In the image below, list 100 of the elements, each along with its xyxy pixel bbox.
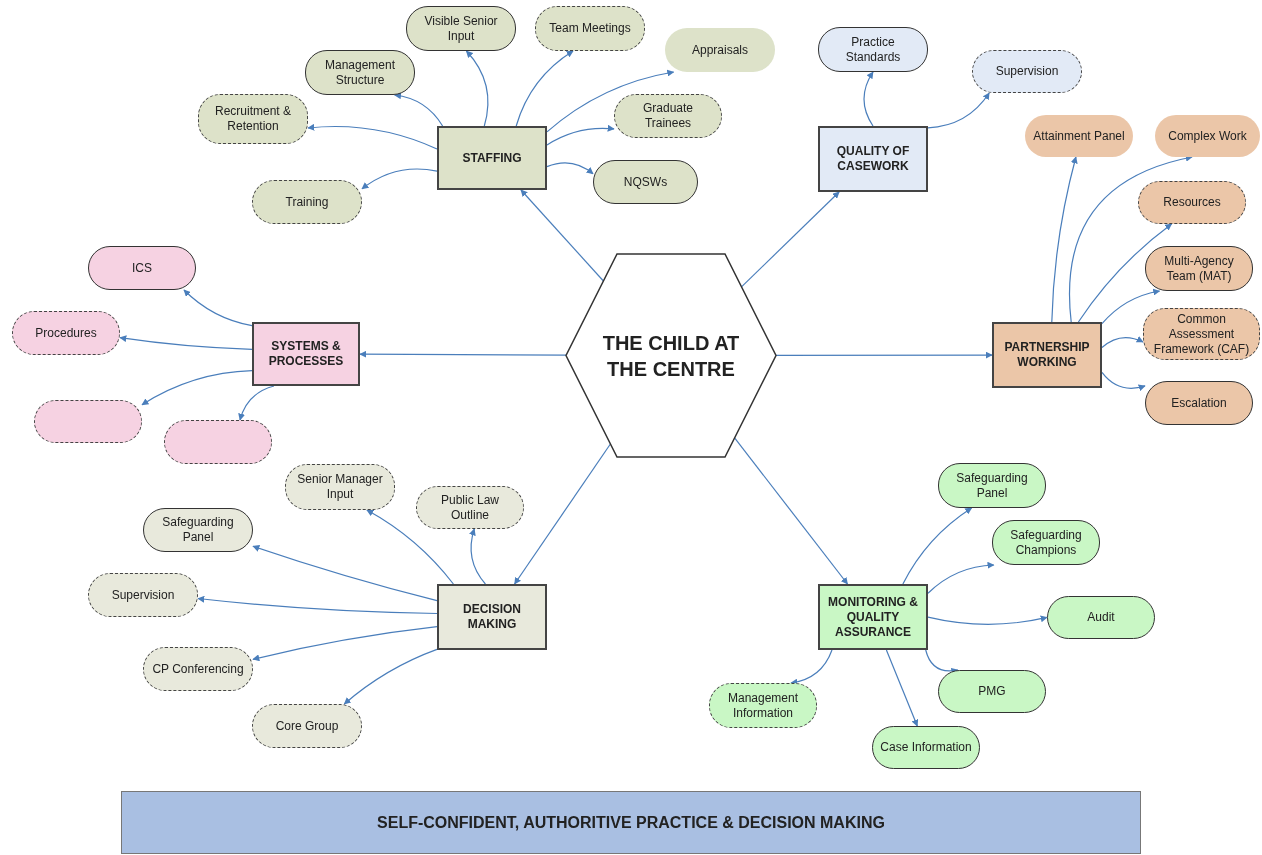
- node-label: NQSWs: [623, 174, 668, 190]
- arrow: [515, 50, 574, 127]
- rounded-node: [593, 160, 698, 204]
- arrow: [1077, 223, 1173, 323]
- rounded-node: [938, 463, 1046, 508]
- node-label: Training: [285, 194, 329, 210]
- node-label: Practice Standards: [844, 34, 902, 65]
- node-label: Team Meetings: [549, 21, 631, 36]
- arrow: [927, 561, 995, 594]
- rounded-node: [305, 50, 415, 95]
- arrow: [902, 507, 973, 585]
- arrow: [361, 168, 438, 190]
- topic-label: MONITORING & QUALITY ASSURANCE: [827, 594, 919, 640]
- node-label: Management Structure: [323, 57, 396, 88]
- arrow: [183, 289, 253, 327]
- arrow: [359, 350, 567, 358]
- rounded-node: [1047, 596, 1155, 639]
- node-label: Attainment Panel: [1033, 128, 1125, 144]
- arrow: [252, 626, 438, 662]
- node-label: Senior Manager Input: [296, 472, 384, 502]
- rounded-node: [1025, 115, 1133, 157]
- arrow: [141, 370, 253, 406]
- rounded-node: [143, 508, 253, 552]
- arrow: [238, 385, 275, 421]
- arrow: [925, 649, 959, 675]
- arrow: [740, 191, 840, 288]
- node-label: Supervision: [111, 587, 175, 603]
- arrow: [885, 649, 919, 727]
- topic-box: [437, 584, 547, 650]
- rounded-node: [872, 726, 980, 769]
- arrow: [465, 50, 489, 127]
- rounded-node: [1145, 381, 1253, 425]
- topic-label: SYSTEMS & PROCESSES: [267, 339, 345, 369]
- arrow: [1101, 371, 1146, 391]
- rounded-node: [88, 573, 198, 617]
- node-label: Supervision: [995, 64, 1059, 79]
- arrow: [863, 71, 874, 127]
- node-label: Management Information: [726, 690, 799, 721]
- topic-label: THE CHILD AT THE CENTRE: [601, 330, 741, 382]
- rounded-node: [1155, 115, 1260, 157]
- node-label: Graduate Trainees: [641, 101, 694, 131]
- arrow: [1051, 156, 1078, 323]
- arrow: [343, 648, 438, 705]
- empty-rounded-node: [34, 400, 142, 443]
- node-label: Recruitment & Retention: [214, 104, 292, 134]
- node-label: Safeguarding Panel: [161, 515, 235, 545]
- topic-box: [437, 126, 547, 190]
- topic-box: [818, 126, 928, 192]
- node-label: Public Law Outline: [440, 492, 500, 523]
- arrow: [394, 92, 444, 127]
- rounded-node: [665, 28, 775, 72]
- rounded-node: [535, 6, 645, 51]
- arrow: [119, 335, 253, 350]
- rounded-node: [416, 486, 524, 529]
- arrow: [546, 162, 594, 175]
- rounded-node: [252, 704, 362, 748]
- arrow: [469, 528, 486, 585]
- node-label: Audit: [1087, 610, 1115, 625]
- arrow: [546, 69, 675, 133]
- arrow: [520, 189, 604, 282]
- arrow: [775, 351, 993, 359]
- arrow: [514, 443, 611, 585]
- rounded-node: [972, 50, 1082, 93]
- rounded-node: [818, 27, 928, 72]
- arrow: [1101, 288, 1161, 325]
- arrow: [927, 615, 1048, 625]
- node-label: ICS: [132, 260, 152, 276]
- banner-text: SELF-CONFIDENT, AUTHORITIVE PRACTICE & DECISION MAKING: [377, 812, 885, 833]
- arrow: [1101, 336, 1144, 349]
- rounded-node: [992, 520, 1100, 565]
- rounded-node: [1145, 246, 1253, 291]
- node-label: Case Information: [880, 740, 972, 755]
- arrow: [1068, 155, 1193, 323]
- arrow: [546, 124, 615, 146]
- topic-box: [252, 322, 360, 386]
- node-label: Complex Work: [1168, 128, 1247, 144]
- node-label: Escalation: [1171, 395, 1227, 411]
- topic-box: [818, 584, 928, 650]
- node-label: Multi-Agency Team (MAT): [1163, 253, 1235, 284]
- rounded-node: [88, 246, 196, 290]
- node-label: Safeguarding Champions: [1009, 527, 1083, 558]
- arrow: [366, 509, 454, 585]
- empty-rounded-node: [164, 420, 272, 464]
- banner-box: [121, 791, 1141, 854]
- node-label: Core Group: [275, 718, 339, 734]
- node-label: Appraisals: [692, 42, 748, 58]
- topic-label: STAFFING: [462, 150, 522, 166]
- arrow: [927, 92, 990, 129]
- rounded-node: [1143, 308, 1260, 360]
- node-label: Safeguarding Panel: [955, 470, 1029, 501]
- arrow: [252, 545, 438, 602]
- topic-box: [992, 322, 1102, 388]
- arrow: [734, 437, 849, 585]
- rounded-node: [406, 6, 516, 51]
- topic-label: QUALITY OF CASEWORK: [835, 144, 911, 174]
- arrow: [197, 595, 438, 615]
- node-label: CP Conferencing: [152, 661, 244, 677]
- rounded-node: [938, 670, 1046, 713]
- rounded-node: [12, 311, 120, 355]
- hexagon-node: [565, 253, 777, 458]
